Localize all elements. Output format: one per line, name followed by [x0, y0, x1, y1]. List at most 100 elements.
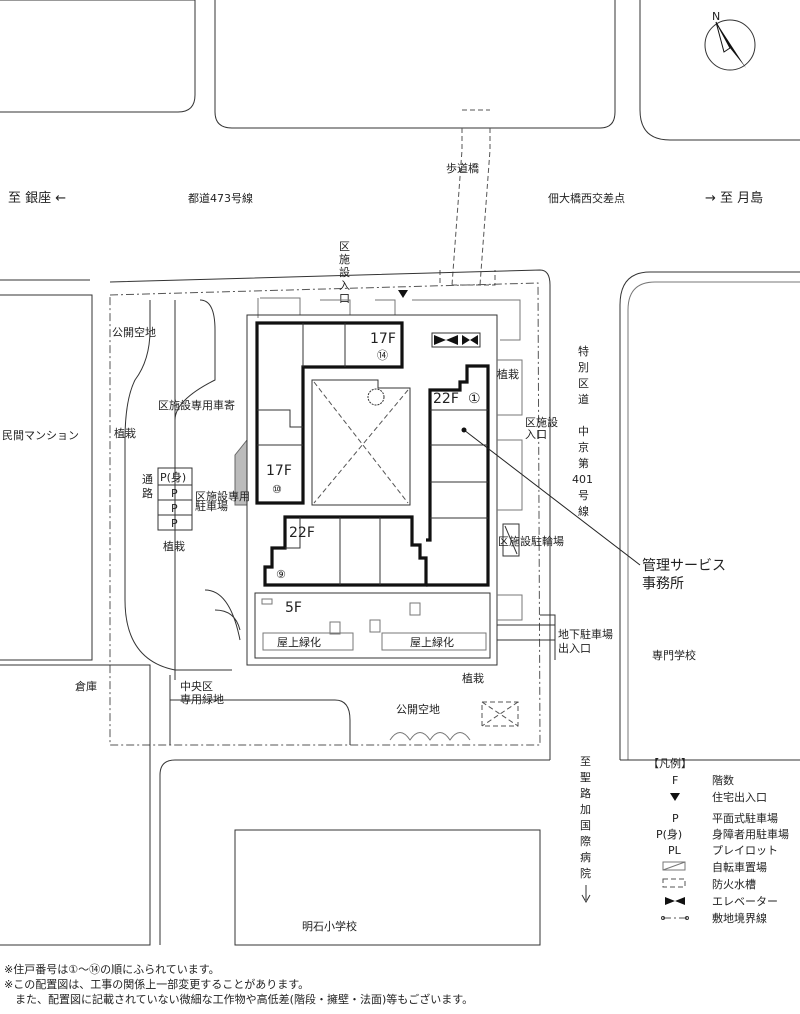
planting-west-label: 植栽 [114, 426, 136, 440]
svg-text:線: 線 [578, 504, 589, 518]
svg-text:国: 国 [580, 819, 591, 832]
underground-parking-label: 地下駐車場 [558, 627, 613, 641]
entrance-legend-icon [670, 793, 680, 801]
floor-5f: 5F [285, 600, 302, 616]
block-nw [0, 0, 196, 113]
planting-sw-label: 植栽 [163, 539, 185, 553]
parking-space: P [171, 502, 178, 515]
passage-label-2: 路 [142, 487, 153, 500]
unit-10: ⑩ [272, 483, 282, 496]
leader-dot [461, 427, 467, 433]
east-road-label: 特 別 区 道 中 京 第 401 号 線 [572, 344, 593, 518]
svg-text:区: 区 [578, 377, 589, 390]
water-tank-legend-icon [662, 878, 686, 888]
svg-text:P: P [672, 812, 679, 825]
underground-parking-label-2: 出入口 [558, 641, 591, 655]
svg-text:聖: 聖 [580, 771, 591, 784]
road-curb-right [627, 281, 800, 760]
to-ginza-label: 至 銀座 ← [8, 191, 66, 206]
rooftop-green-2: 屋上緑化 [410, 635, 454, 649]
note-unit-numbers: ※住戸番号は①〜⑭の順にふられています。 [4, 963, 220, 976]
floor-17f-west: 17F [266, 463, 292, 479]
svg-text:防火水槽: 防火水槽 [712, 877, 756, 891]
ward-dropoff-label: 区施設専用車寄 [158, 398, 235, 412]
parking-spaces: P(身) P P P [157, 467, 193, 531]
warehouse-block [0, 664, 151, 946]
legend-title: 【凡例】 [648, 756, 692, 770]
svg-text:別: 別 [578, 361, 589, 374]
svg-text:路: 路 [580, 787, 591, 800]
tsukuda-intersection-label: 佃大橋西交差点 [548, 191, 625, 205]
legend: 【凡例】 F 階数 住宅出入口 P 平面式駐車場 P(身) 身障者用駐車場 PL… [648, 756, 789, 925]
svg-text:道: 道 [578, 392, 589, 406]
block-ne [639, 0, 800, 141]
svg-text:住宅出入口: 住宅出入口 [712, 790, 767, 804]
svg-text:F: F [672, 774, 678, 787]
elevator-icon [431, 332, 481, 348]
svg-text:プレイロット: プレイロット [712, 844, 778, 857]
boundary-legend-icon [661, 916, 689, 920]
svg-text:設: 設 [339, 265, 350, 279]
to-hospital-label: 至 聖 路 加 国 際 病 院 [580, 755, 591, 904]
svg-text:京: 京 [578, 440, 589, 454]
elevator-legend-icon [665, 897, 685, 905]
planting-ne-label: 植栽 [497, 367, 519, 381]
block-n [214, 0, 616, 129]
bicycle-parking-icon [502, 523, 520, 557]
svg-text:自転車置場: 自転車置場 [712, 860, 767, 874]
svg-text:P(身): P(身) [656, 827, 682, 841]
svg-text:PL: PL [668, 844, 682, 857]
chuo-green-label: 中央区 [180, 680, 213, 693]
private-mansion-label: 民間マンション [2, 429, 79, 442]
svg-text:階数: 階数 [712, 773, 734, 787]
residential-entrance-icon [398, 290, 408, 298]
parking-ramp [497, 614, 556, 660]
tank-cross [481, 701, 519, 727]
svg-text:施: 施 [339, 253, 350, 266]
svg-text:至: 至 [580, 755, 591, 768]
notes: ※住戸番号は①〜⑭の順にふられています。 ※この配置図は、工事の関係上一部変更す… [4, 962, 473, 1007]
note-details: また、配置図に記載されていない微細な工作物や高低差(階段・擁壁・法面)等もござい… [4, 993, 474, 1006]
road-edge-right [619, 271, 800, 760]
parking-space: P [171, 517, 178, 530]
north-label: N [712, 10, 720, 23]
warehouse-label: 倉庫 [75, 679, 97, 693]
svg-text:院: 院 [580, 866, 591, 880]
svg-text:第: 第 [578, 456, 589, 470]
ward-parking-label-2: 駐車場 [195, 499, 228, 513]
parking-accessible: P(身) [160, 470, 186, 484]
svg-text:号: 号 [578, 489, 589, 502]
ward-entrance-top-label: 区 施 設 入 口 [339, 240, 350, 305]
unit-9: ⑨ [276, 568, 286, 581]
planting-s-label: 植栽 [462, 671, 484, 685]
unit-14: ⑭ [377, 349, 388, 362]
svg-text:加: 加 [580, 803, 591, 816]
svg-text:平面式駐車場: 平面式駐車場 [712, 811, 778, 825]
rooftop-green-1: 屋上緑化 [277, 635, 321, 649]
floor-17f-north: 17F [370, 331, 396, 347]
to-tsukishima-label: → 至 月島 [705, 191, 763, 206]
ward-entrance-east-label: 区施設 [525, 415, 558, 429]
bicycle-legend-icon [662, 861, 686, 871]
parking-space: P [171, 487, 178, 500]
chuo-green-area [169, 675, 351, 745]
svg-text:敷地境界線: 敷地境界線 [712, 911, 767, 925]
svg-text:中: 中 [578, 425, 589, 438]
floor-22f-east: 22F [433, 391, 459, 407]
ward-bicycle-label: 区施設駐輪場 [498, 534, 564, 548]
vocational-school-label: 専門学校 [652, 648, 696, 662]
svg-text:入: 入 [339, 279, 350, 292]
public-open-space-nw-label: 公開空地 [112, 325, 156, 339]
note-changes: ※この配置図は、工事の関係上一部変更することがあります。 [4, 978, 310, 991]
management-office-label-2: 事務所 [642, 576, 684, 592]
passage-label: 通 [142, 473, 153, 486]
unit-1: ① [468, 391, 481, 407]
bicycle-slash [504, 525, 518, 555]
south-arches [389, 732, 471, 741]
footbridge [439, 109, 496, 286]
floor-22f-south: 22F [289, 525, 315, 541]
main-building [246, 314, 498, 666]
svg-text:区: 区 [339, 240, 350, 253]
private-mansion-block [0, 294, 93, 661]
school-building [234, 829, 541, 946]
